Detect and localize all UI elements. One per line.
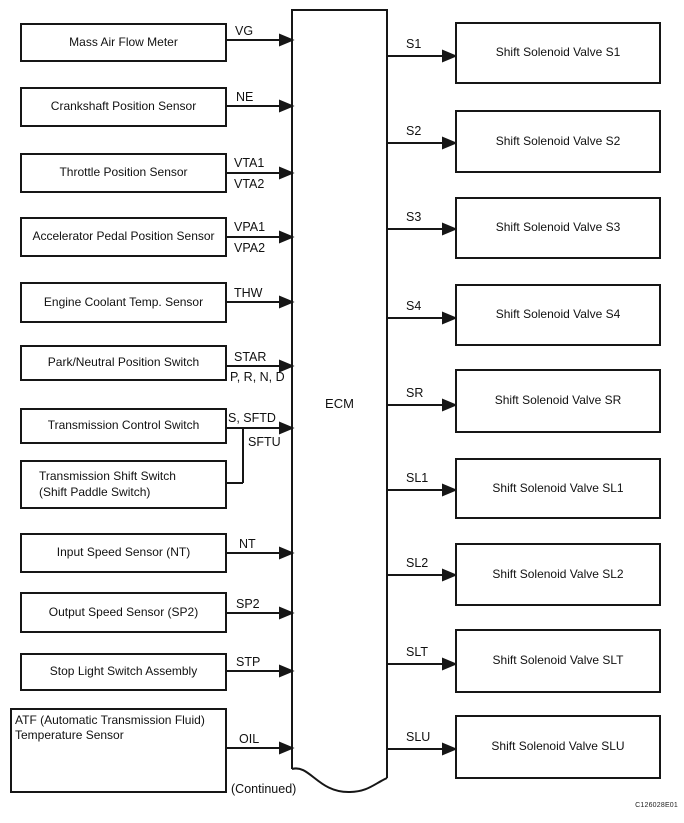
- signal-sr: SR: [406, 386, 424, 400]
- connector-sl2: [387, 568, 458, 582]
- signal-vta1: VTA1: [234, 156, 265, 170]
- input-box-atf-temperature-sensor: ATF (Automatic Transmission Fluid) Tempe…: [10, 708, 227, 793]
- output-box-shift-solenoid-valve-slt: Shift Solenoid Valve SLT: [455, 629, 661, 693]
- connector-sftd: [227, 421, 295, 435]
- input-box-throttle-position-sensor: Throttle Position Sensor: [20, 153, 227, 193]
- connector-slt: [387, 657, 458, 671]
- signal-slt: SLT: [406, 645, 428, 659]
- signal-star: STAR: [234, 350, 267, 364]
- signal-sl1: SL1: [406, 471, 429, 485]
- output-box-shift-solenoid-valve-sl2: Shift Solenoid Valve SL2: [455, 543, 661, 606]
- output-box-shift-solenoid-valve-sr: Shift Solenoid Valve SR: [455, 369, 661, 433]
- connector-vpa: [227, 230, 295, 244]
- signal-slu: SLU: [406, 730, 431, 744]
- connector-sp2: [227, 606, 295, 620]
- input-box-engine-coolant-temp-sensor: Engine Coolant Temp. Sensor: [20, 282, 227, 323]
- output-box-shift-solenoid-valve-sl1: Shift Solenoid Valve SL1: [455, 458, 661, 519]
- input-box-park-neutral-position-switch: Park/Neutral Position Switch: [20, 345, 227, 381]
- input-box-input-speed-sensor: Input Speed Sensor (NT): [20, 533, 227, 573]
- input-box-transmission-control-switch: Transmission Control Switch: [20, 408, 227, 444]
- signal-thw: THW: [234, 286, 263, 300]
- signal-prnd: P, R, N, D: [230, 370, 285, 384]
- input-box-crankshaft-position-sensor: Crankshaft Position Sensor: [20, 87, 227, 127]
- connector-star: [227, 359, 295, 373]
- connector-sl1: [387, 483, 458, 497]
- connector-slu: [387, 742, 458, 756]
- signal-ne: NE: [236, 90, 254, 104]
- signal-s4: S4: [406, 299, 422, 313]
- signal-vpa2: VPA2: [234, 241, 266, 255]
- output-box-shift-solenoid-valve-s2: Shift Solenoid Valve S2: [455, 110, 661, 173]
- signal-s2: S2: [406, 124, 422, 138]
- input-box-output-speed-sensor: Output Speed Sensor (SP2): [20, 592, 227, 633]
- input-box-mass-air-flow-meter: Mass Air Flow Meter: [20, 23, 227, 62]
- signal-sp2: SP2: [236, 597, 260, 611]
- signal-vta2: VTA2: [234, 177, 265, 191]
- connector-s1: [387, 49, 458, 63]
- input-box-accelerator-pedal-position-sensor: Accelerator Pedal Position Sensor: [20, 217, 227, 257]
- signal-nt: NT: [239, 537, 256, 551]
- signal-s3: S3: [406, 210, 422, 224]
- signal-sl2: SL2: [406, 556, 429, 570]
- continued-note: (Continued): [231, 782, 297, 796]
- ecm-box-outline: [291, 9, 388, 794]
- connector-vg: [227, 33, 295, 47]
- input-box-stop-light-switch-assembly: Stop Light Switch Assembly: [20, 653, 227, 691]
- connector-s2: [387, 136, 458, 150]
- signal-oil: OIL: [239, 732, 260, 746]
- signal-vg: VG: [235, 24, 254, 38]
- connector-oil: [227, 741, 295, 755]
- signal-sftu: SFTU: [248, 435, 281, 449]
- figure-code: C126028E01: [635, 802, 678, 809]
- connector-s3: [387, 222, 458, 236]
- output-box-shift-solenoid-valve-s1: Shift Solenoid Valve S1: [455, 22, 661, 84]
- connector-sftu-branch: [227, 428, 244, 484]
- connector-vta: [227, 166, 295, 180]
- connector-thw: [227, 295, 295, 309]
- signal-stp: STP: [236, 655, 261, 669]
- connector-s4: [387, 311, 458, 325]
- connector-sr: [387, 398, 458, 412]
- connector-nt: [227, 546, 295, 560]
- connector-stp: [227, 664, 295, 678]
- output-box-shift-solenoid-valve-s4: Shift Solenoid Valve S4: [455, 284, 661, 346]
- ecm-break-wave: [291, 767, 388, 794]
- ecm-label: ECM: [325, 396, 354, 411]
- signal-s1: S1: [406, 37, 422, 51]
- connector-ne: [227, 99, 295, 113]
- signal-vpa1: VPA1: [234, 220, 266, 234]
- signal-s-sftd: S, SFTD: [228, 411, 276, 425]
- input-box-transmission-shift-switch: Transmission Shift Switch (Shift Paddle …: [20, 460, 227, 509]
- output-box-shift-solenoid-valve-s3: Shift Solenoid Valve S3: [455, 197, 661, 259]
- output-box-shift-solenoid-valve-slu: Shift Solenoid Valve SLU: [455, 715, 661, 779]
